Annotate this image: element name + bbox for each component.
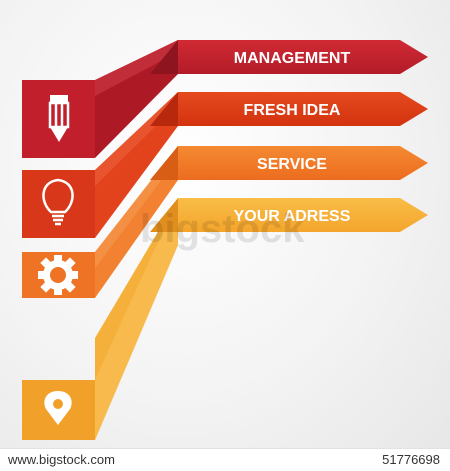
- infographic-diagram: YOUR ADRESS SERVICE FRESH IDEA MANAGEMEN…: [22, 40, 428, 440]
- arrow-label-management: MANAGEMENT: [234, 50, 351, 67]
- footer-site: www.bigstock.com: [8, 452, 115, 467]
- ribbon-band-fresh-idea: [95, 92, 178, 238]
- footer-id: 51776698: [382, 452, 440, 467]
- arrow-your-adress: [178, 198, 428, 232]
- gear-icon: [38, 255, 78, 295]
- lightbulb-icon: [42, 178, 74, 226]
- icon-box-management: [22, 80, 95, 158]
- location-pin-icon: [44, 391, 72, 425]
- ribbon-management: MANAGEMENT: [22, 40, 428, 158]
- arrow-service: [178, 146, 428, 180]
- pencil-icon: [48, 95, 70, 142]
- ribbon-your-adress: YOUR ADRESS: [22, 198, 428, 440]
- arrow-label-service: SERVICE: [257, 156, 327, 173]
- footer-bar: www.bigstock.com 51776698: [0, 448, 450, 471]
- arrow-management: [178, 40, 428, 74]
- ribbon-service: SERVICE: [22, 146, 428, 298]
- arrow-label-fresh-idea: FRESH IDEA: [244, 102, 341, 119]
- icon-box-fresh-idea: [22, 170, 95, 238]
- arrow-fresh-idea: [178, 92, 428, 126]
- watermark-text: bigstock: [140, 207, 305, 251]
- arrow-label-your-adress: YOUR ADRESS: [234, 208, 351, 225]
- ribbon-fresh-idea: FRESH IDEA: [22, 92, 428, 238]
